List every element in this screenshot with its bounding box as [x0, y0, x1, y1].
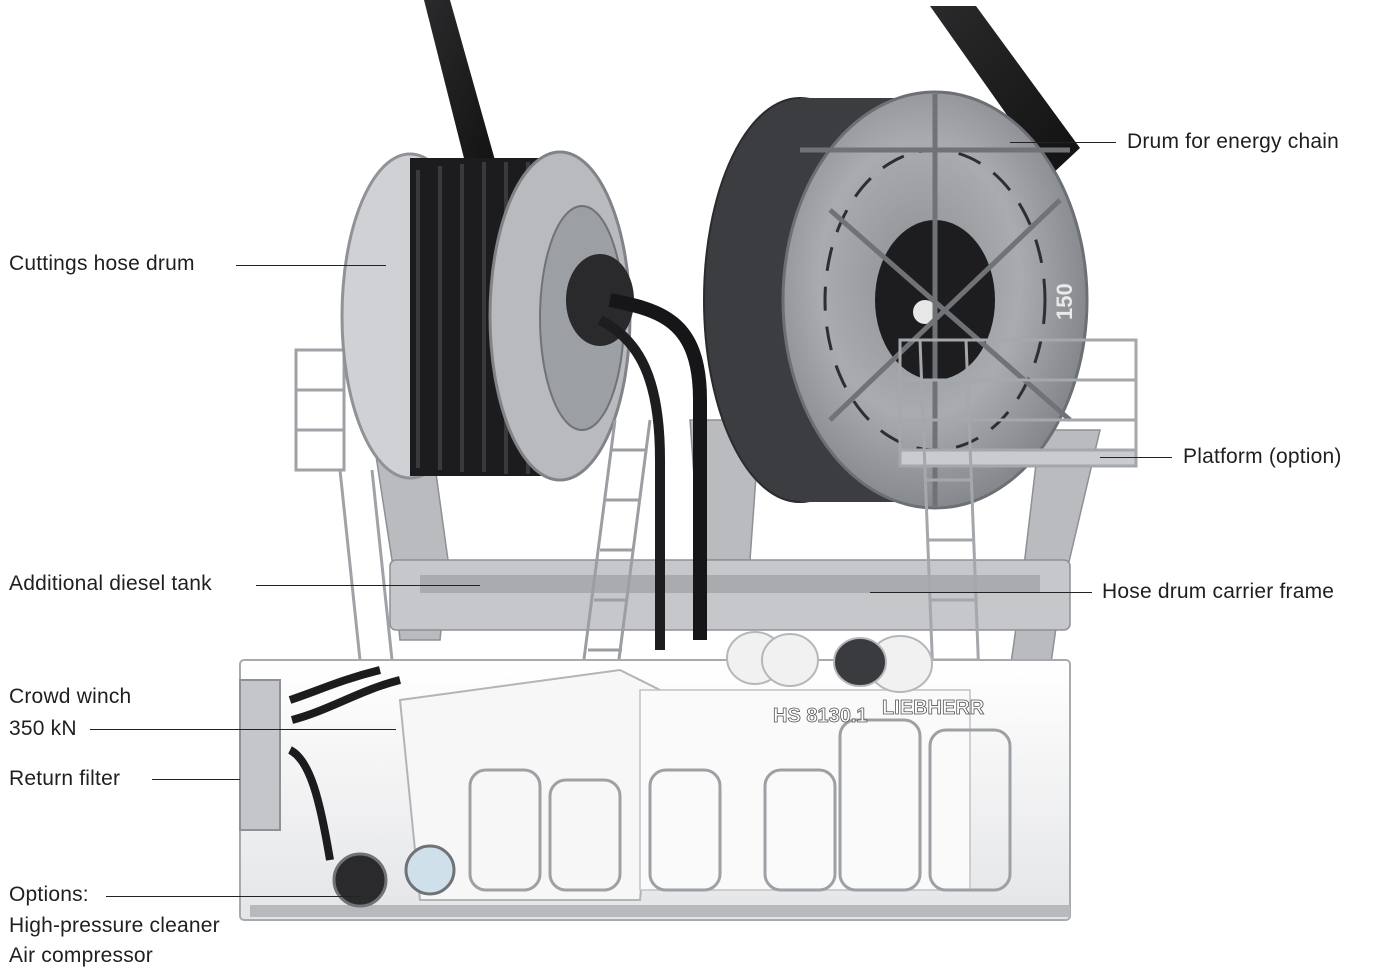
- label-high-pressure-cleaner: High-pressure cleaner: [9, 914, 220, 937]
- center-ladder: [578, 419, 652, 691]
- drum-number-text: 150: [1052, 283, 1077, 320]
- label-air-compressor: Air compressor: [9, 944, 153, 967]
- right-boom: [930, 6, 1080, 176]
- leader-drum-energy-chain: [1010, 142, 1116, 143]
- model-text: HS 8130.1: [773, 705, 868, 727]
- left-railing: [294, 348, 394, 661]
- leader-cuttings-hose-drum: [236, 265, 386, 266]
- drum-for-energy-chain-shape: 150: [703, 90, 1089, 510]
- label-crowd-winch-force: 350 kN: [9, 717, 77, 740]
- leader-crowd-winch: [90, 729, 396, 730]
- leader-additional-diesel-tank: [256, 585, 480, 586]
- hose-drum-carrier-frame-shape: [371, 419, 1101, 671]
- label-options: Options:: [9, 883, 89, 906]
- label-cuttings-hose-drum: Cuttings hose drum: [9, 252, 195, 275]
- label-platform-option: Platform (option): [1183, 445, 1342, 468]
- leader-hose-drum-carrier-frame: [870, 592, 1092, 593]
- cuttings-hose-drum-shape: [340, 150, 707, 650]
- left-boom: [424, 0, 500, 182]
- leader-options: [106, 896, 360, 897]
- leader-return-filter: [152, 779, 240, 780]
- brand-text: LIEBHERR: [882, 697, 985, 719]
- label-hose-drum-carrier-frame: Hose drum carrier frame: [1102, 580, 1335, 603]
- tanks: [726, 631, 933, 693]
- leader-platform: [1100, 457, 1172, 458]
- label-crowd-winch: Crowd winch: [9, 685, 132, 708]
- label-drum-energy-chain: Drum for energy chain: [1127, 130, 1339, 153]
- label-return-filter: Return filter: [9, 767, 121, 790]
- label-additional-diesel-tank: Additional diesel tank: [9, 572, 212, 595]
- return-filter-shape: [239, 666, 456, 908]
